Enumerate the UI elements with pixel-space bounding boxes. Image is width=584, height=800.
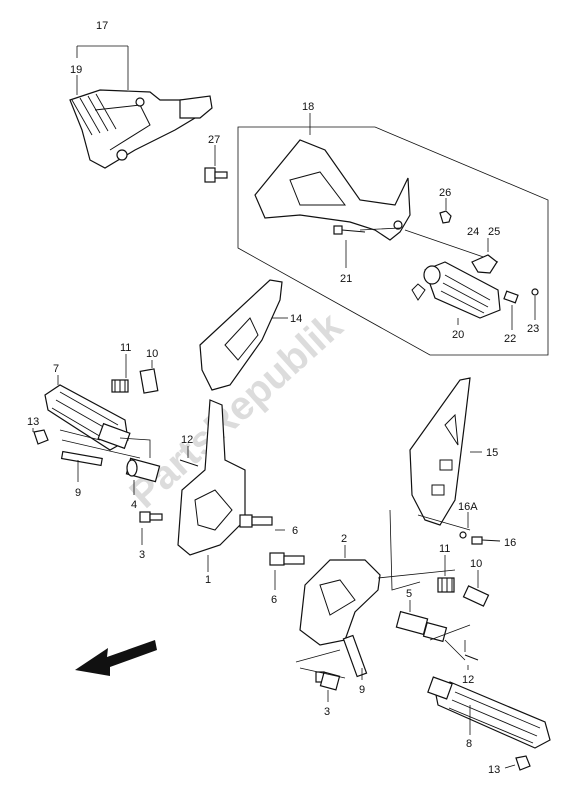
- pin-10-right: [462, 585, 490, 607]
- label-2: 2: [341, 533, 347, 545]
- bolt-3-left: [139, 511, 163, 523]
- bolt-21: [333, 225, 366, 235]
- label-11-right: 11: [439, 543, 450, 555]
- label-9-right: 9: [359, 684, 365, 696]
- label-1: 1: [205, 574, 211, 586]
- label-13-left: 13: [27, 416, 39, 428]
- washer-16A: [459, 531, 467, 539]
- spring-11-right: [437, 577, 455, 593]
- bracket-1: [177, 399, 246, 556]
- label-23: 23: [527, 323, 539, 335]
- label-16A: 16A: [458, 501, 478, 513]
- pin-9-right: [342, 634, 368, 678]
- label-20: 20: [452, 329, 464, 341]
- pin-12-left: [179, 459, 199, 467]
- cap-13-right: [515, 755, 531, 771]
- dash-lines-3: [295, 649, 346, 679]
- spring-11-left: [111, 379, 129, 393]
- label-3-right: 3: [324, 706, 330, 718]
- label-7: 7: [53, 363, 59, 375]
- label-3-left: 3: [139, 549, 145, 561]
- pin-10-left: [139, 368, 159, 394]
- footpeg-20: [411, 261, 501, 319]
- label-9-left: 9: [75, 487, 81, 499]
- bolt-6-upper: [239, 514, 273, 528]
- label-6-lower: 6: [271, 594, 277, 606]
- label-15: 15: [486, 447, 498, 459]
- label-4: 4: [131, 499, 137, 511]
- label-10-right: 10: [470, 558, 482, 570]
- label-19: 19: [70, 64, 82, 76]
- bolt-3-right: [315, 671, 341, 691]
- front-arrow-icon: [75, 640, 157, 676]
- bolt-6-lower: [269, 552, 305, 566]
- label-17: 17: [96, 20, 108, 32]
- pin-12-right: [464, 654, 479, 661]
- footrest-7: [44, 384, 131, 451]
- label-10-left: 10: [146, 348, 158, 360]
- label-24: 24: [467, 226, 479, 238]
- pin-22: [503, 290, 519, 304]
- label-12-left: 12: [181, 434, 193, 446]
- nut-26: [439, 210, 452, 224]
- label-12-right: 12: [462, 674, 474, 686]
- assembly-box-18: [237, 126, 549, 356]
- label-26: 26: [439, 187, 451, 199]
- leader-13-right: [504, 764, 516, 769]
- label-18: 18: [302, 101, 314, 113]
- bolt-27: [204, 167, 228, 183]
- plate-24-25: [471, 254, 498, 274]
- upper-footrest-assembly: [69, 89, 213, 169]
- dash-lines-5: [429, 624, 471, 661]
- dash-line-16: [417, 514, 471, 531]
- label-13-right: 13: [488, 764, 500, 776]
- leader-17: [76, 45, 129, 90]
- bracket-2: [299, 559, 381, 646]
- pin-9-left: [60, 450, 103, 467]
- label-5: 5: [406, 588, 412, 600]
- heel-plate-14: [199, 279, 283, 391]
- label-11-left: 11: [120, 342, 131, 354]
- label-27: 27: [208, 134, 220, 146]
- label-22: 22: [504, 333, 516, 345]
- dash-lines-7: [59, 429, 151, 459]
- dash-line-18: [359, 227, 499, 263]
- label-25: 25: [488, 226, 500, 238]
- footrest-8: [427, 676, 551, 749]
- leader-12-right: [464, 640, 469, 670]
- cap-13-left: [33, 429, 49, 445]
- label-16: 16: [504, 537, 516, 549]
- label-6-upper: 6: [292, 525, 298, 537]
- clip-23: [531, 288, 539, 296]
- label-8: 8: [466, 738, 472, 750]
- collar-5: [395, 610, 448, 643]
- dash-lines-2: [377, 509, 456, 591]
- collar-4: [125, 457, 161, 483]
- screw-16: [471, 536, 501, 545]
- label-14: 14: [290, 313, 302, 325]
- heel-guard-18: [254, 139, 411, 241]
- label-21: 21: [340, 273, 352, 285]
